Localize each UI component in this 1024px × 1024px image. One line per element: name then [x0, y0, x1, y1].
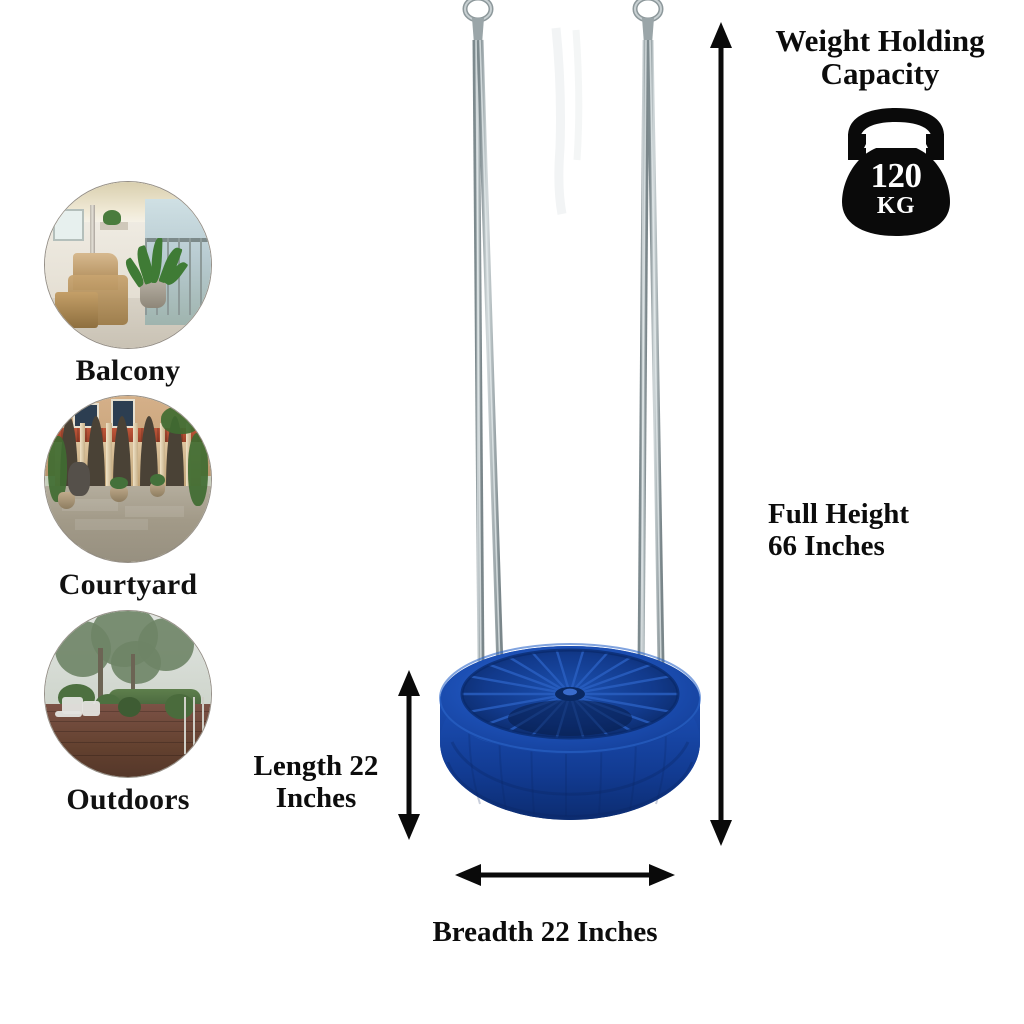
- full-height-line-2: 66 Inches: [768, 530, 885, 563]
- breadth-arrow: [455, 864, 675, 886]
- full-height-line-1: Full Height: [768, 498, 909, 530]
- length-label: Length 22 Inches: [232, 750, 400, 815]
- weight-capacity-title: Weight Holding Capacity: [744, 24, 1016, 90]
- outdoors-photo: [45, 611, 211, 777]
- breadth-label: Breadth 22 Inches: [432, 916, 658, 948]
- weight-capacity-block: Weight Holding Capacity 120 KG: [744, 24, 1016, 240]
- full-height-label: Full Height 66 Inches: [768, 498, 998, 563]
- blue-tire: [439, 643, 701, 820]
- feature-outdoors: Outdoors: [45, 611, 211, 816]
- feature-label: Balcony: [75, 354, 181, 387]
- weight-title-line-1: Weight Holding: [775, 23, 985, 58]
- feature-label: Outdoors: [66, 783, 190, 816]
- length-line-1: Length 22: [253, 750, 379, 782]
- weight-title-line-2: Capacity: [820, 56, 940, 92]
- kettlebell-icon: 120 KG: [836, 104, 956, 240]
- courtyard-photo: [45, 396, 211, 562]
- swing-cables: [472, 39, 665, 673]
- full-height-arrow: [710, 22, 732, 846]
- feature-label: Courtyard: [58, 568, 198, 601]
- length-arrow: [398, 670, 420, 840]
- suspension-ring-left: [462, 0, 494, 23]
- suspension-ring-right: [632, 0, 664, 23]
- feature-courtyard: Courtyard: [45, 396, 211, 601]
- feature-balcony: Balcony: [45, 182, 211, 387]
- length-line-2: Inches: [275, 782, 357, 815]
- balcony-photo: [45, 182, 211, 348]
